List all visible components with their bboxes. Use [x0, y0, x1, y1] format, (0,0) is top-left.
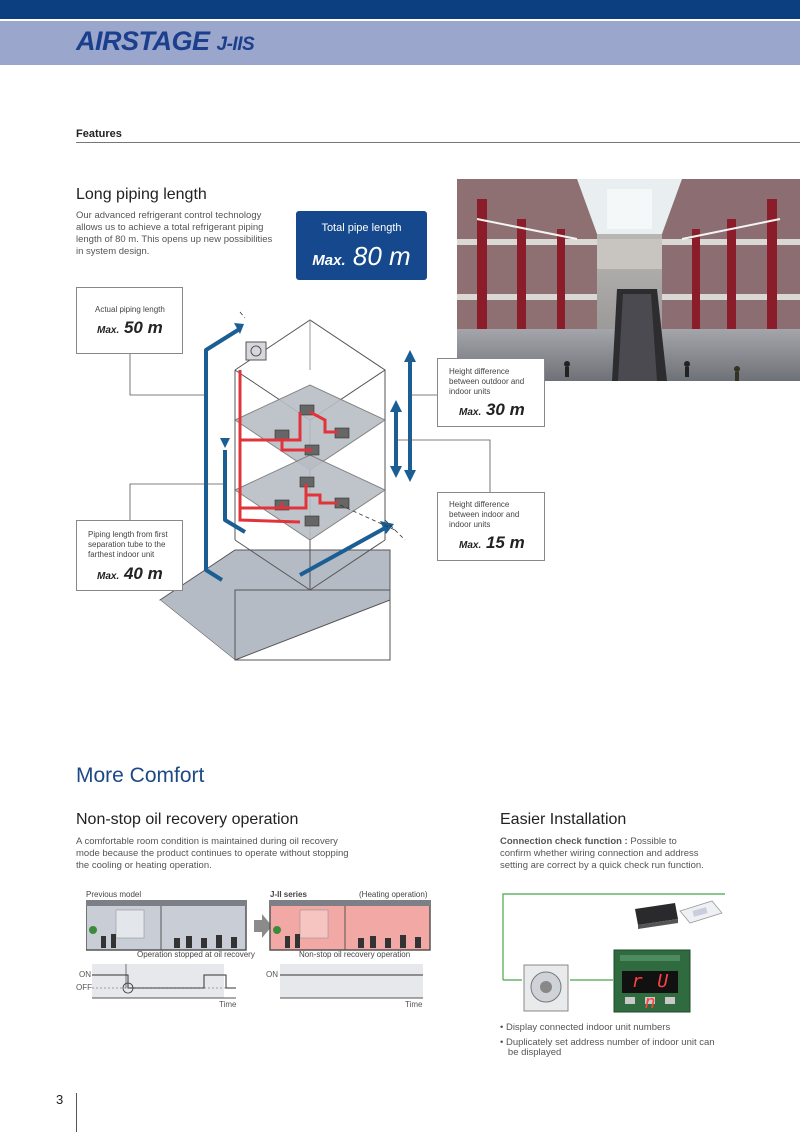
installation-wiring-diagram: [502, 893, 725, 1013]
callout-sep-value-row: Max. 40 m: [97, 564, 163, 584]
oil-recovery-body-2: mode because the product continues to op…: [76, 848, 349, 859]
installation-bullet-3: be displayed: [500, 1047, 562, 1058]
section-label: Features: [76, 128, 122, 140]
pcb-display-readout: r U n: [631, 971, 671, 1013]
callout-actual-label: Actual piping length: [95, 305, 165, 314]
callout-ii-max: Max.: [459, 540, 482, 551]
callout-sep-max: Max.: [97, 571, 120, 582]
installation-lead-bold: Connection check function :: [500, 836, 628, 847]
oil-recovery-title: Non-stop oil recovery operation: [76, 811, 299, 828]
previous-model-label: Previous model: [86, 890, 142, 899]
callout-outdoor-indoor: Height difference between outdoor and in…: [437, 358, 545, 427]
section-divider: [76, 142, 800, 143]
callout-actual-value-row: Max. 50 m: [97, 318, 163, 338]
callout-sep-label-3: farthest indoor unit: [88, 550, 155, 559]
installation-body-3: setting are correct by a quick check run…: [500, 860, 704, 871]
caption-previous: Operation stopped at oil recovery: [137, 950, 255, 959]
callout-oi-label-2: between outdoor and: [449, 377, 525, 386]
heating-operation-label: (Heating operation): [359, 890, 428, 899]
callout-actual-value: 50 m: [123, 318, 163, 337]
callout-separation: Piping length from first separation tube…: [76, 520, 183, 591]
callout-oi-value-row: Max. 30 m: [459, 400, 525, 420]
atrium-photo: [457, 179, 800, 381]
logo-series: J-IIS: [216, 34, 255, 55]
graph-time-label-previous: Time: [219, 1000, 237, 1009]
callout-ii-label-3: indoor units: [449, 520, 491, 529]
installation-title: Easier Installation: [500, 811, 627, 828]
long-piping-title: Long piping length: [76, 186, 207, 203]
callout-oi-value: 30 m: [485, 400, 525, 419]
callout-sep-label-1: Piping length from first: [88, 530, 168, 539]
installation-bullet-2: • Duplicately set address number of indo…: [500, 1037, 715, 1048]
callout-sep-value: 40 m: [123, 564, 163, 583]
total-pipe-value-row: Max. 80 m: [296, 241, 427, 272]
callout-actual-length: Actual piping length Max. 50 m: [76, 287, 183, 354]
page-number: 3: [56, 1092, 64, 1107]
callout-ii-label-1: Height difference: [449, 500, 510, 509]
graph-on-label-jii: ON: [266, 970, 278, 979]
callout-sep-label-2: separation tube to the: [88, 540, 166, 549]
installation-body-2: confirm whether wiring connection and ad…: [500, 848, 699, 859]
total-pipe-label: Total pipe length: [321, 222, 402, 234]
oil-recovery-body-1: A comfortable room condition is maintain…: [76, 836, 338, 847]
callout-ii-label-2: between indoor and: [449, 510, 520, 519]
brand-logo: AIRSTAGE J-IIS: [76, 26, 255, 57]
caption-jii: Non-stop oil recovery operation: [299, 950, 411, 959]
jii-series-label: J-II series: [270, 890, 307, 899]
long-piping-body: Our advanced refrigerant control technol…: [76, 210, 273, 257]
graph-off-label-previous: OFF: [76, 983, 92, 992]
callout-indoor-indoor: Height difference between indoor and ind…: [437, 492, 545, 561]
operation-timing-graphs: [92, 964, 423, 999]
callout-ii-value-row: Max. 15 m: [459, 533, 525, 553]
callout-actual-max: Max.: [97, 325, 120, 336]
callout-oi-label-3: indoor units: [449, 387, 491, 396]
top-navy-bar: [0, 0, 800, 19]
page-number-divider: [76, 1093, 77, 1132]
graph-time-label-jii: Time: [405, 1000, 423, 1009]
more-comfort-heading: More Comfort: [76, 764, 205, 787]
installation-lead: Connection check function : Possible to: [500, 836, 677, 848]
total-pipe-badge: Total pipe length Max. 80 m: [296, 211, 427, 280]
installation-bullet-1: • Display connected indoor unit numbers: [500, 1022, 671, 1033]
graph-on-label-previous: ON: [79, 970, 91, 979]
installation-lead-rest: Possible to: [627, 836, 677, 847]
header-band: [0, 21, 800, 65]
callout-ii-value: 15 m: [485, 533, 525, 552]
total-pipe-value: 80 m: [352, 241, 411, 271]
total-pipe-max: Max.: [312, 252, 346, 269]
room-illustrations: [86, 900, 431, 951]
callout-oi-label-1: Height difference: [449, 367, 510, 376]
logo-main: AIRSTAGE: [76, 26, 210, 56]
callout-oi-max: Max.: [459, 407, 482, 418]
oil-recovery-body-3: the cooling or heating operation.: [76, 860, 212, 871]
